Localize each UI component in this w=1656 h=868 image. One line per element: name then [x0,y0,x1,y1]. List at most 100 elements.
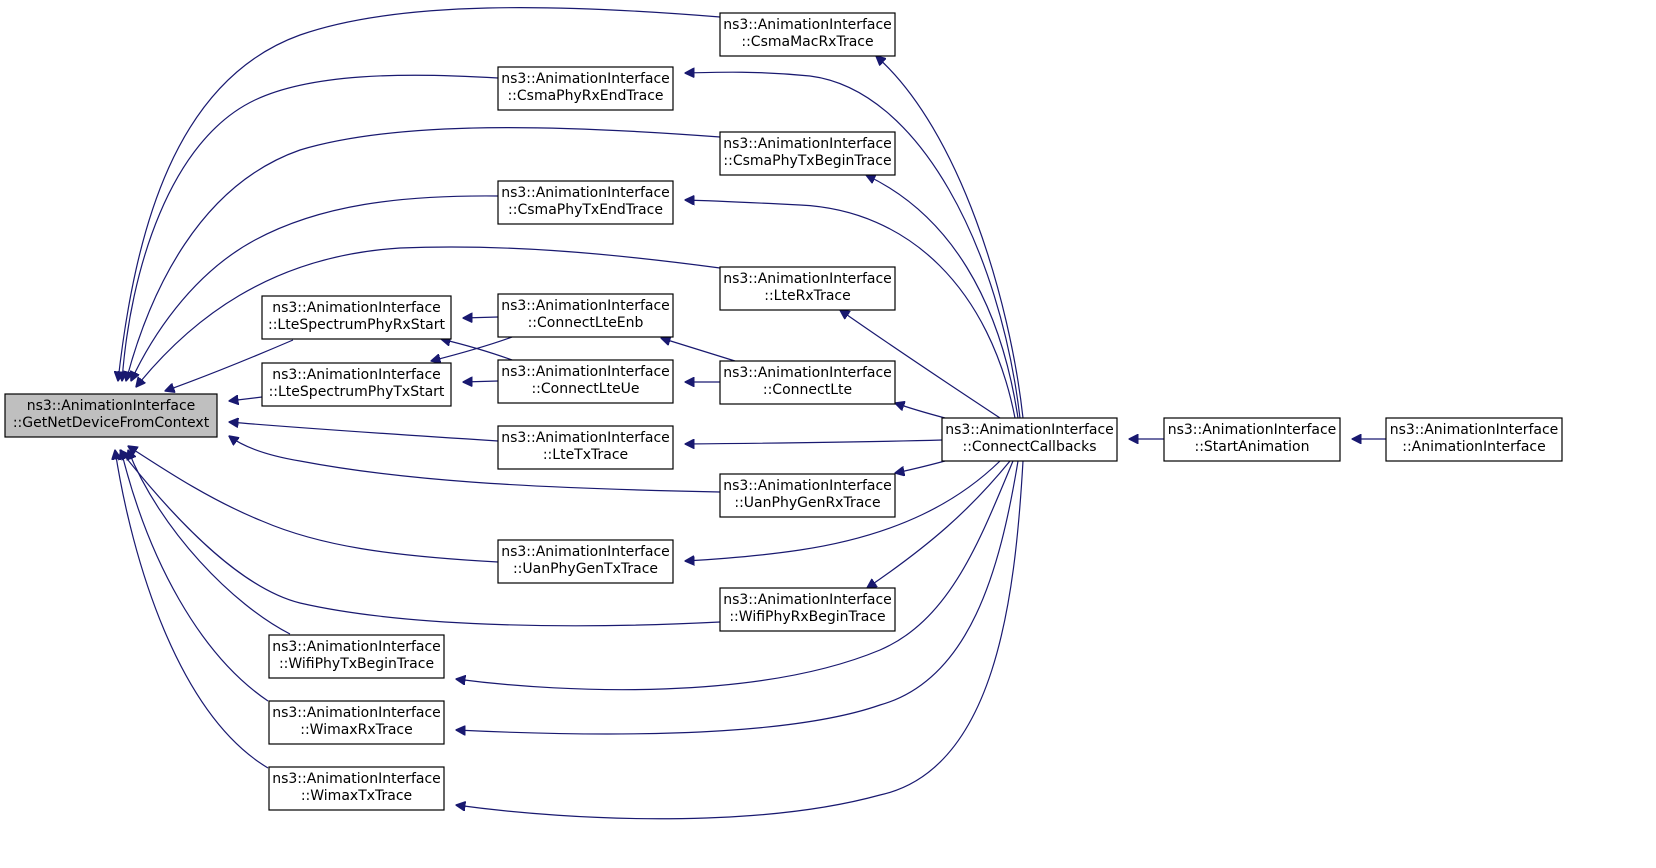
node-label-method: ::ConnectCallbacks [962,439,1096,455]
node-label-namespace: ns3::AnimationInterface [501,185,670,201]
node-label-method: ::CsmaMacRxTrace [741,34,873,50]
edge-connectcallbacks-to-ltetx [685,440,943,444]
node-ltetx[interactable]: ns3::AnimationInterface::LteTxTrace [497,425,674,470]
edge-lterx-to-getnetdevice [136,246,721,387]
node-label-namespace: ns3::AnimationInterface [501,298,670,314]
node-label-namespace: ns3::AnimationInterface [272,300,441,316]
node-animationinterface[interactable]: ns3::AnimationInterface::AnimationInterf… [1385,417,1563,462]
node-box [497,539,674,584]
edge-wifiphyrx-to-getnetdevice [120,450,721,627]
node-wifiphytx[interactable]: ns3::AnimationInterface::WifiPhyTxBeginT… [268,634,445,679]
node-box [261,295,452,340]
node-label-namespace: ns3::AnimationInterface [501,364,670,380]
edge-connectcallbacks-to-connectlte [895,403,946,419]
node-box [941,417,1118,462]
node-label-method: ::UanPhyGenTxTrace [513,561,658,577]
edge-connectcallbacks-to-csmaphytxbegin [866,175,1019,419]
node-label-method: ::UanPhyGenRxTrace [734,495,880,511]
edge-csmaphyrxend-to-getnetdevice [122,74,499,381]
node-box [719,131,896,176]
node-label-method: ::ConnectLteEnb [528,315,644,331]
nodes: ns3::AnimationInterface::GetNetDeviceFro… [4,12,1563,811]
node-box [268,766,445,811]
node-connectlte[interactable]: ns3::AnimationInterface::ConnectLte [719,360,896,405]
node-label-namespace: ns3::AnimationInterface [272,771,441,787]
node-label-namespace: ns3::AnimationInterface [272,639,441,655]
node-box [719,587,896,632]
node-box [719,473,896,518]
edge-ltespectx-to-getnetdevice [229,397,263,401]
node-uanphygenrx[interactable]: ns3::AnimationInterface::UanPhyGenRxTrac… [719,473,896,518]
node-label-namespace: ns3::AnimationInterface [723,478,892,494]
edge-connectlteenb-to-ltespectx [431,336,513,361]
node-label-method: ::CsmaPhyRxEndTrace [507,88,663,104]
node-lterx[interactable]: ns3::AnimationInterface::LteRxTrace [719,266,896,311]
node-ltespectx[interactable]: ns3::AnimationInterface::LteSpectrumPhyT… [261,362,452,407]
node-label-method: ::CsmaPhyTxEndTrace [508,202,663,218]
node-label-namespace: ns3::AnimationInterface [1168,422,1337,438]
node-box [719,266,896,311]
edge-connectcallbacks-to-wimaxrx [456,460,1019,734]
node-uanphygentx[interactable]: ns3::AnimationInterface::UanPhyGenTxTrac… [497,539,674,584]
node-connectlteue[interactable]: ns3::AnimationInterface::ConnectLteUe [497,359,674,404]
edges [115,7,1386,820]
node-label-method: ::CsmaPhyTxBeginTrace [723,153,891,169]
node-label-method: ::LteRxTrace [764,288,851,304]
node-box [497,359,674,404]
edge-connectcallbacks-to-csmamacrx [876,56,1024,419]
edge-csmaphytxbegin-to-getnetdevice [126,127,721,381]
node-label-method: ::WimaxTxTrace [301,788,412,804]
node-label-namespace: ns3::AnimationInterface [723,17,892,33]
edge-connectlteue-to-ltespecrx [441,339,513,361]
edge-wimaxrx-to-getnetdevice [121,450,269,702]
node-box [1163,417,1341,462]
edge-connectcallbacks-to-csmaphytxend [685,200,1016,419]
edge-connectcallbacks-to-uanphygenrx [895,460,946,473]
node-label-namespace: ns3::AnimationInterface [723,592,892,608]
edge-csmaphytxend-to-getnetdevice [131,195,499,381]
node-label-method: ::AnimationInterface [1402,439,1546,455]
node-wifiphyrx[interactable]: ns3::AnimationInterface::WifiPhyRxBeginT… [719,587,896,632]
edge-connectlteue-to-ltespectx [463,381,499,382]
node-label-namespace: ns3::AnimationInterface [945,422,1114,438]
node-csmaphyrxend[interactable]: ns3::AnimationInterface::CsmaPhyRxEndTra… [497,66,674,111]
node-ltespecrx[interactable]: ns3::AnimationInterface::LteSpectrumPhyR… [261,295,452,340]
edge-connectcallbacks-to-csmaphyrxend [685,72,1021,419]
node-box [4,393,218,438]
edge-connectcallbacks-to-wifiphyrx [867,460,1011,588]
edge-connectlteenb-to-ltespecrx [463,317,499,318]
node-getnetdevice[interactable]: ns3::AnimationInterface::GetNetDeviceFro… [4,393,218,438]
node-label-namespace: ns3::AnimationInterface [723,365,892,381]
edge-csmamacrx-to-getnetdevice [118,7,721,381]
node-label-namespace: ns3::AnimationInterface [272,705,441,721]
node-wimaxtx[interactable]: ns3::AnimationInterface::WimaxTxTrace [268,766,445,811]
node-label-method: ::ConnectLte [763,382,852,398]
node-label-namespace: ns3::AnimationInterface [723,271,892,287]
node-box [497,180,674,225]
node-box [497,293,674,338]
edge-ltetx-to-getnetdevice [229,422,499,442]
node-label-namespace: ns3::AnimationInterface [501,430,670,446]
node-csmaphytxend[interactable]: ns3::AnimationInterface::CsmaPhyTxEndTra… [497,180,674,225]
node-label-method: ::LteSpectrumPhyRxStart [268,317,446,333]
node-box [497,425,674,470]
edge-connectlte-to-connectlteenb [661,338,736,362]
node-wimaxrx[interactable]: ns3::AnimationInterface::WimaxRxTrace [268,700,445,745]
node-connectcallbacks[interactable]: ns3::AnimationInterface::ConnectCallback… [941,417,1118,462]
edge-ltespecrx-to-getnetdevice [165,339,294,391]
node-startanimation[interactable]: ns3::AnimationInterface::StartAnimation [1163,417,1341,462]
node-box [268,634,445,679]
node-label-namespace: ns3::AnimationInterface [27,398,196,414]
node-csmamacrx[interactable]: ns3::AnimationInterface::CsmaMacRxTrace [719,12,896,57]
node-label-method: ::GetNetDeviceFromContext [13,415,210,431]
edge-connectcallbacks-to-wifiphytx [456,460,1014,691]
node-box [719,360,896,405]
node-csmaphytxbegin[interactable]: ns3::AnimationInterface::CsmaPhyTxBeginT… [719,131,896,176]
node-connectlteenb[interactable]: ns3::AnimationInterface::ConnectLteEnb [497,293,674,338]
node-label-namespace: ns3::AnimationInterface [501,71,670,87]
edge-connectcallbacks-to-lterx [840,310,1001,419]
node-box [1385,417,1563,462]
edge-connectcallbacks-to-wimaxtx [456,460,1024,820]
node-label-namespace: ns3::AnimationInterface [1390,422,1559,438]
